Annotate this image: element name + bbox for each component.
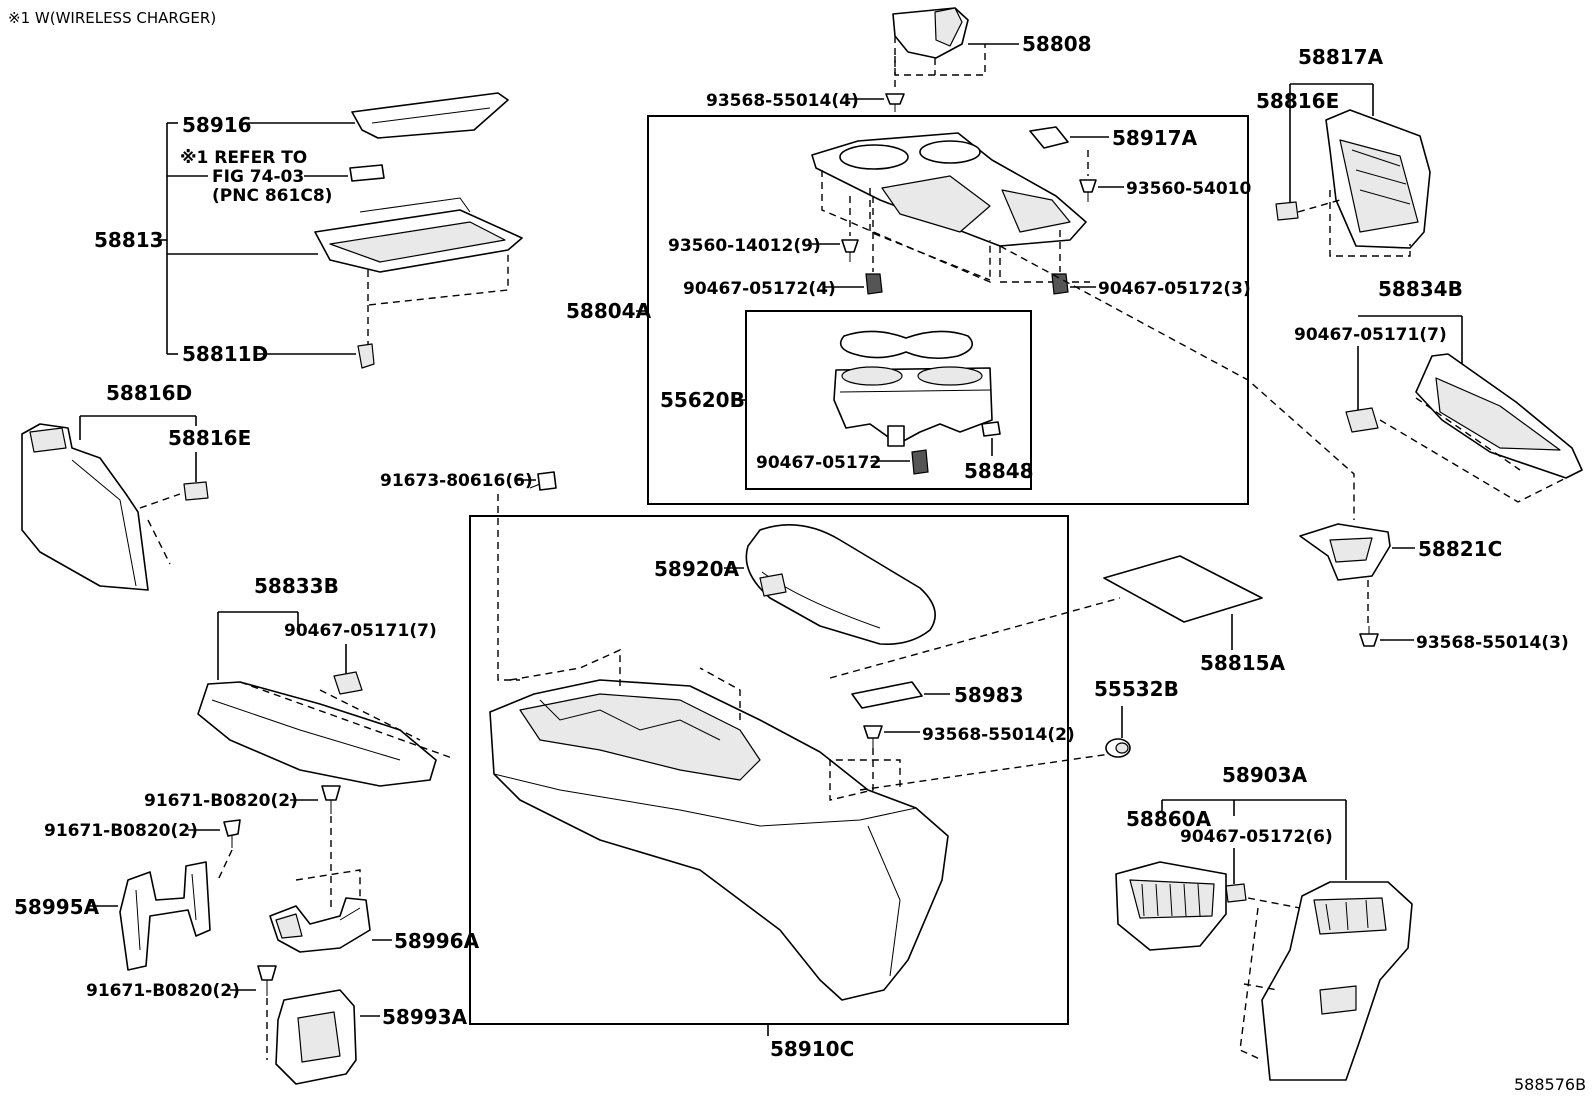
label-58917A: 58917A [1112,126,1198,150]
label-93568-55014-2: 93568-55014(2) [922,725,1075,745]
part-58910C-console[interactable] [489,648,949,1001]
label-58910C: 58910C [770,1037,854,1061]
bracket-58995A[interactable] [119,861,211,971]
label-58903A: 58903A [1222,763,1308,787]
part-58821C[interactable] [1299,523,1391,581]
part-58808[interactable] [892,7,986,76]
label-58995A: 58995A [14,895,100,919]
part-58833B[interactable] [197,681,453,787]
label-58816E-left: 58816E [168,426,251,450]
label-58996A: 58996A [394,929,480,953]
bolt-93568-55014-2[interactable] [863,725,883,748]
bracket-58996A[interactable] [269,869,371,953]
bolt-91671-B0820-2-a[interactable] [321,785,341,814]
label-58983: 58983 [954,683,1024,707]
part-58860A-vent[interactable] [1115,861,1227,951]
figure-id: 588576B [1514,1075,1586,1094]
clip-90467-05171-7-right[interactable] [1345,407,1379,433]
bolt-91673-80616-6[interactable] [529,471,557,491]
clip-90467-05171-7-left[interactable] [333,671,363,695]
label-58920A: 58920A [654,557,740,581]
label-58860A: 58860A [1126,807,1212,831]
bolt-93568-55014-4[interactable] [885,93,905,112]
label-90467-05171-7-left: 90467-05171(7) [284,621,437,641]
refer-line3: (PNC 861C8) [212,186,332,206]
bolt-93568-55014-3[interactable] [1359,626,1379,647]
label-58817A: 58817A [1298,45,1384,69]
part-58813-tray[interactable] [314,197,523,345]
wireless-charger-note: ※1 W(WIRELESS CHARGER) [8,9,216,27]
refer-line2: FIG 74-03 [212,167,304,187]
part-58848[interactable] [981,421,1001,437]
label-91671-B0820-2-b: 91671-B0820(2) [44,821,198,841]
box-58910C [469,515,1069,1025]
wireless-charger-part[interactable] [349,164,385,182]
label-90467-05172-3: 90467-05172(3) [1098,279,1251,299]
clip-90467-05172[interactable] [911,449,929,475]
part-58917A[interactable] [1029,126,1069,149]
label-93560-14012-9: 93560-14012(9) [668,236,821,256]
bolt-91671-B0820-2-c[interactable] [257,965,277,996]
clip-90467-05172-6[interactable] [1225,883,1247,903]
clip-58816E-top[interactable] [1275,201,1299,221]
label-93560-54010: 93560-54010 [1126,179,1252,199]
label-58808: 58808 [1022,32,1092,56]
label-58813: 58813 [94,228,164,252]
label-58815A: 58815A [1200,651,1286,675]
label-93568-55014-4: 93568-55014(4) [706,91,859,111]
label-58916: 58916 [182,113,252,137]
part-58817A[interactable] [1297,109,1431,257]
label-90467-05172-4: 90467-05172(4) [683,279,836,299]
label-91671-B0820-2-a: 91671-B0820(2) [144,791,298,811]
screw-93560-54010[interactable] [1079,179,1097,202]
label-55620B: 55620B [660,388,745,412]
label-58993A: 58993A [382,1005,468,1029]
clip-58811D[interactable] [357,343,375,369]
refer-line1: ※1 REFER TO [180,148,307,168]
screw-93560-14012-9[interactable] [841,239,859,262]
part-58816D[interactable] [21,423,181,591]
label-91673-80616-6: 91673-80616(6) [380,471,533,491]
part-58804A-panel[interactable] [811,132,1090,284]
label-90467-05172: 90467-05172 [756,453,881,473]
part-58983[interactable] [851,681,923,709]
box-58804A [647,115,1249,505]
label-58833B: 58833B [254,574,339,598]
label-58811D: 58811D [182,342,268,366]
label-55532B: 55532B [1094,677,1179,701]
part-58903A-panel[interactable] [1239,881,1413,1081]
label-93568-55014-3: 93568-55014(3) [1416,633,1569,653]
clip-58816E-left[interactable] [183,481,209,501]
label-90467-05172-6: 90467-05172(6) [1180,827,1333,847]
part-58920A-armrest[interactable] [745,524,936,646]
part-55532B[interactable] [1105,738,1131,758]
label-58848: 58848 [964,459,1034,483]
part-55620B-cupholder[interactable] [833,330,993,447]
label-91671-B0820-2-c: 91671-B0820(2) [86,981,240,1001]
part-58916[interactable] [351,92,509,139]
label-58834B: 58834B [1378,277,1463,301]
label-58816E-top: 58816E [1256,89,1339,113]
label-90467-05171-7-right: 90467-05171(7) [1294,325,1447,345]
bracket-58993A[interactable] [275,989,357,1085]
clip-90467-05172-3[interactable] [1051,273,1069,295]
label-58816D: 58816D [106,381,192,405]
part-58815A[interactable] [1103,555,1263,623]
bolt-91671-B0820-2-b[interactable] [223,819,241,848]
label-58821C: 58821C [1418,537,1502,561]
clip-90467-05172-4[interactable] [865,273,883,295]
part-58834B[interactable] [1379,353,1583,503]
